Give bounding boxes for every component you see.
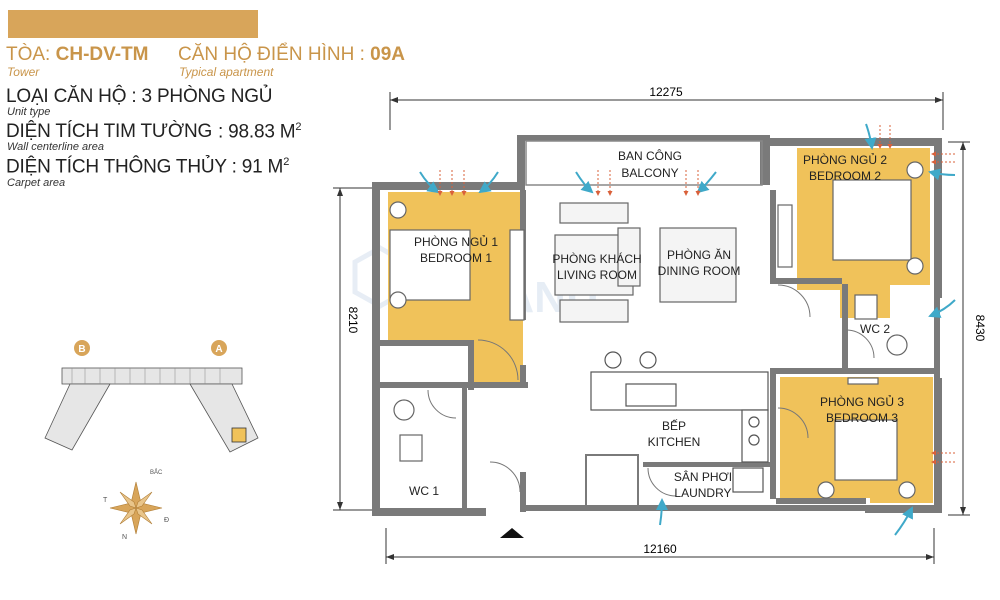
dim-bottom: 12160 bbox=[643, 542, 677, 556]
tower-heading: TÒA: CH-DV-TM bbox=[6, 44, 149, 66]
unit-type: LOẠI CĂN HỘ : 3 PHÒNG NGỦ bbox=[6, 86, 273, 107]
carpet-sub: Carpet area bbox=[7, 177, 66, 189]
wc1-label: WC 1 bbox=[409, 484, 439, 498]
centerline-label: DIỆN TÍCH TIM TƯỜNG bbox=[6, 121, 213, 142]
tower-label: TÒA: bbox=[6, 44, 51, 65]
living-label-en: LIVING ROOM bbox=[557, 268, 637, 282]
carpet-label: DIỆN TÍCH THÔNG THỦY : 91 M bbox=[6, 156, 284, 178]
key-plan: B A bbox=[44, 340, 259, 453]
doors bbox=[427, 284, 875, 497]
unit-type-sub: Unit type bbox=[7, 106, 51, 118]
carpet-area: DIỆN TÍCH THÔNG THỦY : 91 M2 bbox=[6, 156, 289, 178]
apartment-sub: Typical apartment bbox=[179, 65, 274, 79]
square-sup: 2 bbox=[295, 121, 302, 133]
balcony-label-en: BALCONY bbox=[621, 166, 678, 180]
compass-west: T bbox=[103, 497, 108, 504]
dimension-lines bbox=[333, 92, 970, 564]
balcony-area bbox=[525, 140, 763, 186]
bedroom2-label-en: BEDROOM 2 bbox=[809, 169, 881, 183]
dining-label-vi: PHÒNG ĂN bbox=[667, 247, 731, 262]
apartment-label: CĂN HỘ ĐIỂN HÌNH : bbox=[178, 44, 365, 65]
centerline-sub: Wall centerline area bbox=[7, 141, 105, 153]
light-arrows bbox=[419, 123, 956, 536]
square-sup: 2 bbox=[283, 156, 290, 168]
wind-arrows bbox=[437, 125, 955, 465]
laundry-label-vi: SÂN PHƠI bbox=[674, 469, 732, 484]
bedroom3-label-en: BEDROOM 3 bbox=[826, 411, 898, 425]
bedroom2-label-vi: PHÒNG NGỦ 2 bbox=[803, 152, 887, 167]
compass-east: Đ bbox=[164, 517, 169, 524]
dim-right: 8430 bbox=[973, 315, 987, 342]
dining-label-en: DINING ROOM bbox=[658, 264, 741, 278]
wc2-label: WC 2 bbox=[860, 322, 890, 336]
kitchen-label-en: KITCHEN bbox=[648, 435, 701, 449]
bedroom1-label-vi: PHÒNG NGỦ 1 bbox=[414, 234, 498, 249]
centerline-value: : 98.83 M2 bbox=[218, 121, 302, 143]
block-b-label: B bbox=[78, 344, 85, 355]
entrance-marker bbox=[500, 528, 524, 538]
dim-top: 12275 bbox=[649, 85, 683, 99]
laundry-label-en: LAUNDRY bbox=[674, 486, 731, 500]
centerline-area: DIỆN TÍCH TIM TƯỜNG : 98.83 M2 bbox=[6, 121, 302, 143]
kitchen-label-vi: BẾP bbox=[662, 418, 686, 433]
balcony-label-vi: BAN CÔNG bbox=[618, 148, 682, 163]
apartment-heading: CĂN HỘ ĐIỂN HÌNH : 09A bbox=[178, 44, 405, 66]
block-a-label: A bbox=[215, 344, 222, 355]
dim-left: 8210 bbox=[346, 307, 360, 334]
kitchen-counters bbox=[590, 351, 769, 493]
bedroom1-label-en: BEDROOM 1 bbox=[420, 251, 492, 265]
compass-south: N bbox=[122, 534, 127, 541]
furniture bbox=[389, 161, 924, 499]
bedroom3-label-vi: PHÒNG NGỦ 3 bbox=[820, 394, 904, 409]
centerline-number: : 98.83 M bbox=[218, 121, 296, 143]
dimension-ticks bbox=[337, 97, 966, 560]
compass: BẮC T Đ N bbox=[103, 468, 169, 541]
tower-code: CH-DV-TM bbox=[55, 44, 149, 65]
compass-north: BẮC bbox=[150, 468, 163, 476]
living-label-vi: PHÒNG KHÁCH bbox=[552, 251, 641, 266]
apartment-code: 09A bbox=[370, 44, 405, 65]
room-labels: BAN CÔNG BALCONY PHÒNG NGỦ 1 BEDROOM 1 P… bbox=[409, 148, 904, 500]
title-bar bbox=[8, 10, 258, 38]
tower-sub: Tower bbox=[7, 65, 40, 79]
keyplan-highlight bbox=[231, 427, 247, 443]
